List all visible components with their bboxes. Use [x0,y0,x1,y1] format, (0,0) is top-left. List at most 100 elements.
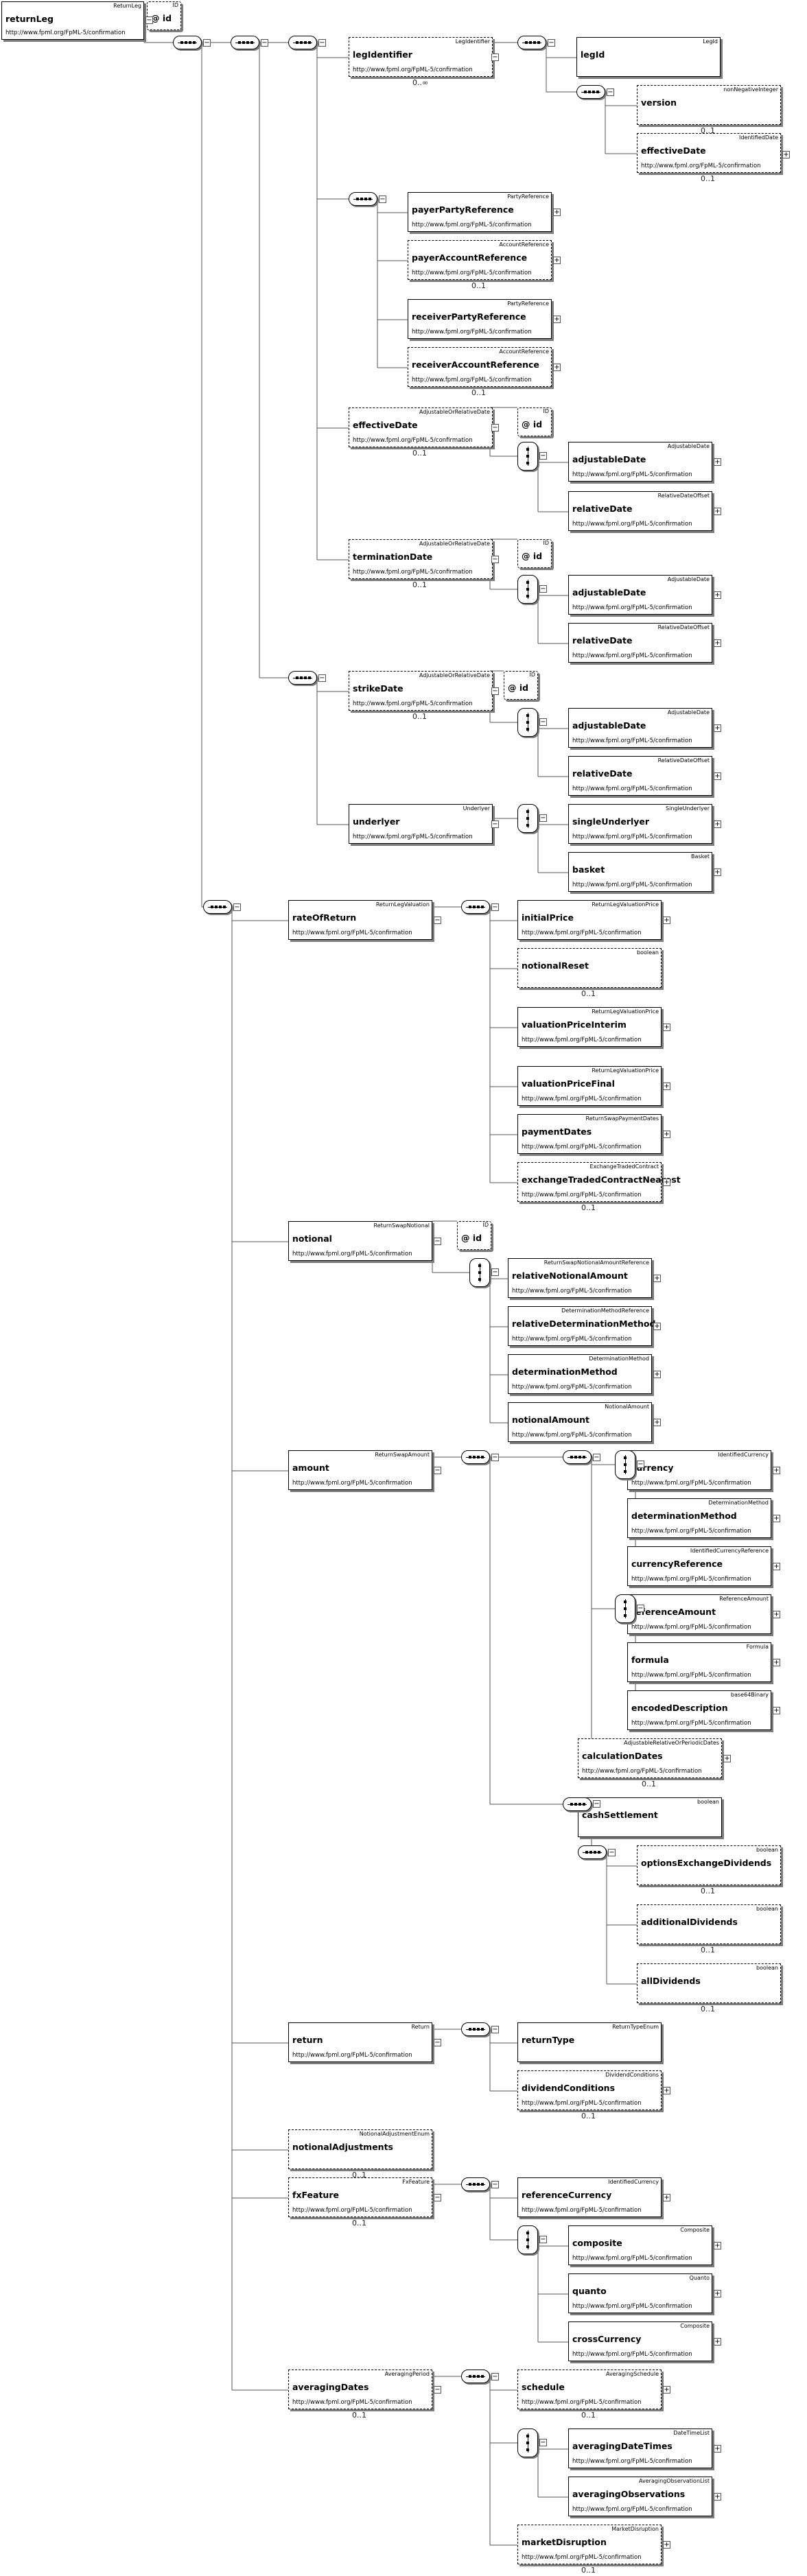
expand-icon[interactable]: + [714,868,721,876]
expand-icon[interactable]: + [553,209,561,216]
expand-icon[interactable]: + [714,458,721,466]
expand-icon[interactable]: + [773,1659,780,1666]
collapse-icon[interactable]: − [608,1849,616,1856]
expand-icon[interactable]: + [714,2242,721,2249]
expand-icon[interactable]: + [653,1275,661,1282]
collapse-icon[interactable]: − [539,2439,547,2446]
expand-icon[interactable]: + [653,1419,661,1426]
collapse-icon[interactable]: − [491,687,499,695]
collapse-icon[interactable]: − [261,39,268,47]
expand-icon[interactable]: + [714,508,721,515]
expand-icon[interactable]: + [723,1755,731,1762]
id-attribute[interactable]: ID@ id [504,671,538,700]
collapse-icon[interactable]: − [434,2386,441,2394]
collapse-icon[interactable]: − [318,674,326,682]
collapse-icon[interactable]: − [593,1454,600,1461]
collapse-icon[interactable]: − [607,88,614,96]
expand-icon[interactable]: + [782,151,790,158]
collapse-icon[interactable]: − [539,2236,547,2243]
collapse-icon[interactable]: − [491,903,499,911]
collapse-icon[interactable]: − [434,1238,441,1245]
collapse-icon[interactable]: − [491,1268,499,1276]
collapse-icon[interactable]: − [491,2026,499,2033]
id-attribute[interactable]: ID@ id [517,407,552,436]
collapse-icon[interactable]: − [434,2194,441,2201]
collapse-icon[interactable]: − [539,452,547,460]
collapse-icon[interactable]: − [491,54,499,61]
collapse-icon[interactable]: − [233,903,241,911]
expand-icon[interactable]: + [773,1611,780,1618]
collapse-icon[interactable]: − [593,1800,600,1808]
collapse-icon[interactable]: − [491,556,499,563]
expand-icon[interactable]: + [714,639,721,647]
id-attribute[interactable]: ID@ id [147,1,181,30]
expand-icon[interactable]: + [663,2087,670,2094]
expand-icon[interactable]: + [663,917,670,924]
collapse-icon[interactable]: − [203,39,211,47]
expand-icon[interactable]: + [773,1707,780,1714]
expand-icon[interactable]: + [773,1467,780,1474]
collapse-icon[interactable]: − [539,585,547,593]
expand-icon[interactable]: + [553,257,561,264]
expand-icon[interactable]: + [653,1323,661,1330]
collapse-icon[interactable]: − [637,1461,644,1468]
collapse-icon[interactable]: − [379,196,386,203]
collapse-icon[interactable]: − [637,1605,644,1612]
collapse-icon[interactable]: − [318,39,326,47]
expand-icon[interactable]: + [553,316,561,323]
collapse-icon[interactable]: − [491,2181,499,2188]
collapse-icon[interactable]: − [539,718,547,726]
expand-icon[interactable]: + [663,2194,670,2201]
collapse-icon[interactable]: − [491,820,499,828]
collapse-icon[interactable]: − [434,917,441,924]
collapse-icon[interactable]: − [491,2373,499,2380]
id-attribute[interactable]: ID@ id [517,539,552,568]
collapse-icon[interactable]: − [491,1454,499,1461]
expand-icon[interactable]: + [714,2445,721,2453]
expand-icon[interactable]: + [773,1515,780,1522]
collapse-icon[interactable]: − [434,2039,441,2046]
